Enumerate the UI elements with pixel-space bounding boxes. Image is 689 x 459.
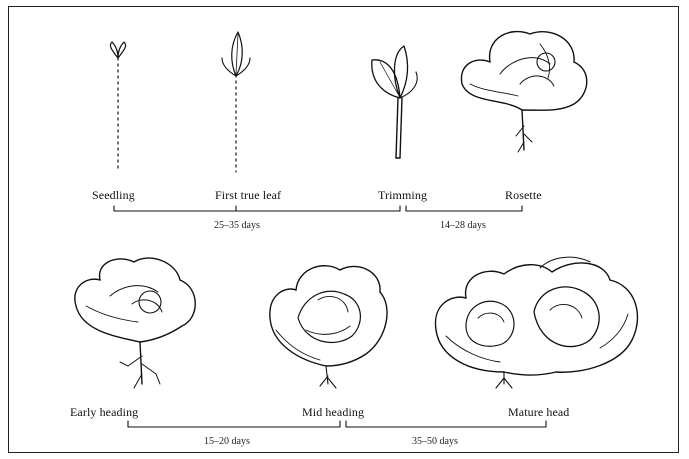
- stage-label-mid-heading: Mid heading: [302, 405, 364, 420]
- bracket-seedling-to-trimming: [114, 206, 400, 211]
- bracket-mid-to-mature-heading: [346, 421, 546, 427]
- duration-mid-to-mature-heading: 35–50 days: [412, 436, 458, 447]
- duration-seedling-to-trimming: 25–35 days: [214, 220, 260, 231]
- timeline-bottom: [128, 421, 546, 427]
- bracket-early-to-mid-heading: [128, 421, 340, 427]
- seedling-drawing: [110, 42, 125, 170]
- bracket-trimming-to-rosette: [406, 206, 522, 211]
- mid-heading-drawing: [270, 266, 387, 388]
- duration-early-to-mid-heading: 15–20 days: [204, 436, 250, 447]
- first-true-leaf-drawing: [222, 32, 250, 172]
- mature-head-drawing: [435, 257, 637, 388]
- timeline-top: [114, 206, 522, 211]
- rosette-drawing: [461, 32, 586, 152]
- stage-label-early-heading: Early heading: [70, 405, 138, 420]
- duration-trimming-to-rosette: 14–28 days: [440, 220, 486, 231]
- stage-label-trimming: Trimming: [378, 188, 427, 203]
- stage-label-seedling: Seedling: [92, 188, 135, 203]
- early-heading-drawing: [75, 258, 195, 388]
- trimming-drawing: [372, 46, 417, 158]
- stage-label-first-true-leaf: First true leaf: [215, 188, 281, 203]
- stage-label-rosette: Rosette: [505, 188, 542, 203]
- stage-label-mature-head: Mature head: [508, 405, 569, 420]
